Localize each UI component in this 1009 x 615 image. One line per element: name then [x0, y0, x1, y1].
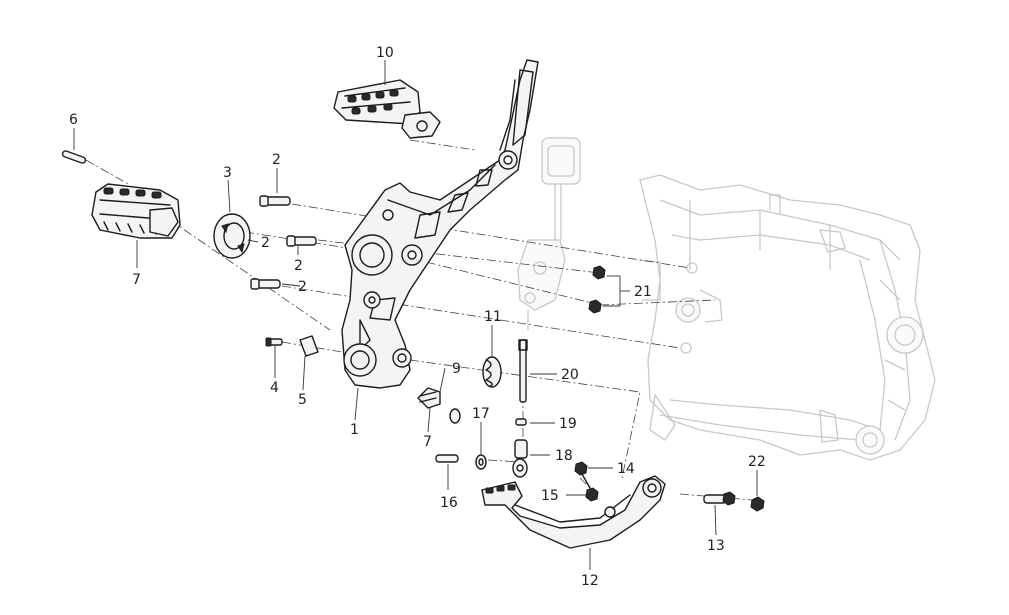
- upper-footpeg: [333, 79, 441, 139]
- callout-17: 17: [472, 406, 490, 422]
- small-screw-and-plate: [265, 335, 319, 357]
- callout-7-front-peg: 7: [132, 272, 141, 288]
- callout-9: 9: [452, 361, 461, 377]
- callout-12: 12: [581, 573, 599, 589]
- clevis-pin: [435, 454, 459, 463]
- flange-nuts: [588, 265, 606, 314]
- motorcycle-frame-ghost: [639, 174, 936, 461]
- callout-labels: 10 6 2 3 7 2 2 2 4 5 1 9 7 11 20 19 17 1…: [69, 45, 766, 589]
- clevis-joint: [512, 439, 528, 478]
- pedal-pivot-bolt: [703, 491, 736, 506]
- callout-4: 4: [270, 380, 279, 396]
- callout-14: 14: [617, 461, 635, 477]
- washer: [475, 454, 487, 470]
- callout-10: 10: [376, 45, 394, 61]
- return-spring: [482, 356, 502, 388]
- alignment-lines: [85, 139, 753, 501]
- callout-1: 1: [350, 422, 359, 438]
- small-spring-and-washer: [417, 387, 461, 424]
- callout-3: 3: [223, 165, 232, 181]
- callout-7-spring: 7: [423, 434, 432, 450]
- callout-2-top: 2: [272, 152, 281, 168]
- pivot-nut: [750, 496, 765, 512]
- clip: [515, 418, 527, 426]
- main-footpeg-bracket: [341, 59, 539, 389]
- brake-pedal: [481, 475, 666, 549]
- adjuster-nut-and-spring: [574, 461, 599, 502]
- pushrod: [518, 339, 528, 403]
- callout-22: 22: [748, 454, 766, 470]
- callout-5: 5: [298, 392, 307, 408]
- callout-6: 6: [69, 112, 78, 128]
- leader-lines: [73, 60, 758, 570]
- bolts-2: [250, 195, 317, 290]
- bracket-cover: [213, 213, 251, 259]
- callout-2-bottom: 2: [298, 279, 307, 295]
- callout-20: 20: [561, 367, 579, 383]
- callout-19: 19: [559, 416, 577, 432]
- front-footpeg: [91, 183, 181, 239]
- callout-13: 13: [707, 538, 725, 554]
- callout-16: 16: [440, 495, 458, 511]
- callout-2-middle: 2: [261, 235, 270, 251]
- callout-18: 18: [555, 448, 573, 464]
- callout-11: 11: [484, 309, 502, 325]
- callout-15: 15: [541, 488, 559, 504]
- footpeg-pin: [61, 150, 87, 164]
- master-cylinder-ghost: [517, 137, 581, 330]
- callout-2-lower: 2: [294, 258, 303, 274]
- callout-21: 21: [634, 284, 652, 300]
